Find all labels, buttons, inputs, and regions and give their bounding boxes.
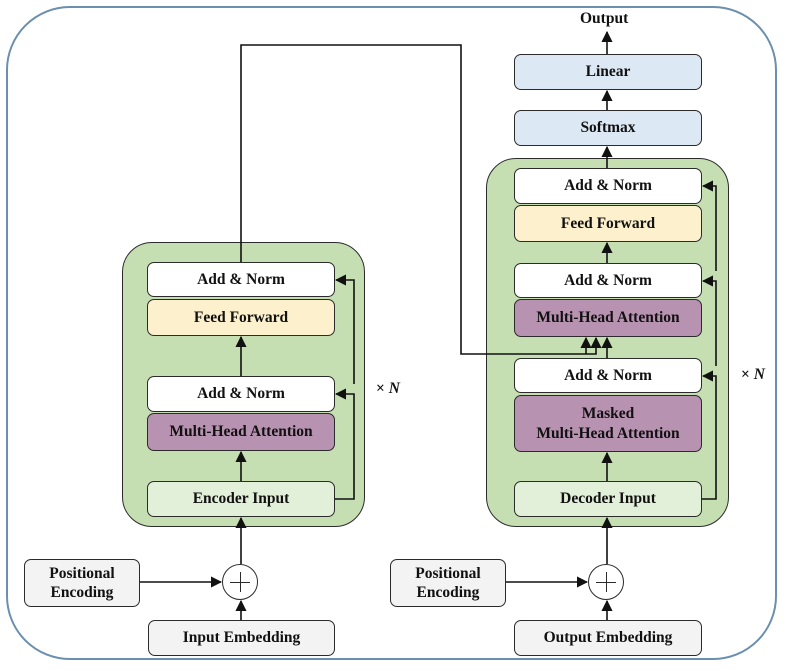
encoder-repeat-symbol: N	[388, 380, 400, 397]
encoder-positional-encoding-line2: Encoding	[50, 584, 114, 601]
decoder-add-operator-icon	[588, 564, 624, 600]
decoder-add-norm-bottom-label: Add & Norm	[564, 366, 652, 384]
decoder-masked-attention-line2: Multi-Head Attention	[536, 424, 680, 442]
linear-box: Linear	[514, 54, 702, 90]
encoder-input: Encoder Input	[147, 481, 335, 517]
encoder-embedding-label: Input Embedding	[182, 629, 301, 647]
softmax-box: Softmax	[514, 110, 702, 146]
encoder-feed-forward-label: Feed Forward	[193, 308, 289, 326]
decoder-repeat-prefix: ×	[741, 366, 750, 383]
encoder-add-norm-bottom: Add & Norm	[147, 376, 335, 412]
decoder-add-norm-top: Add & Norm	[514, 168, 702, 204]
encoder-add-norm-bottom-label: Add & Norm	[197, 385, 285, 403]
encoder-multi-head-attention: Multi-Head Attention	[147, 413, 335, 451]
decoder-input: Decoder Input	[514, 481, 702, 517]
encoder-add-norm-top-label: Add & Norm	[197, 270, 285, 288]
encoder-repeat-label: × N	[376, 380, 400, 398]
encoder-add-norm-top: Add & Norm	[147, 262, 335, 297]
encoder-add-operator-icon	[222, 564, 258, 600]
enc-to-dec-cross	[240, 44, 602, 355]
decoder-feed-forward-label: Feed Forward	[560, 214, 656, 232]
decoder-positional-encoding-line2: Encoding	[416, 584, 480, 601]
encoder-feed-forward: Feed Forward	[147, 299, 335, 336]
decoder-repeat-symbol: N	[753, 366, 765, 383]
decoder-add-norm-top-label: Add & Norm	[564, 177, 652, 195]
decoder-input-label: Decoder Input	[560, 490, 656, 508]
dec-residual-3	[701, 180, 717, 271]
outer-frame	[6, 6, 777, 660]
decoder-output-embedding: Output Embedding	[514, 620, 702, 656]
encoder-repeat-prefix: ×	[376, 380, 385, 397]
encoder-positional-encoding: Positional Encoding	[24, 559, 140, 607]
decoder-cross-attention-label: Multi-Head Attention	[536, 309, 680, 327]
decoder-repeat-label: × N	[741, 366, 765, 384]
dec-residual-1	[701, 370, 717, 500]
decoder-feed-forward: Feed Forward	[514, 205, 702, 242]
decoder-cross-attention: Multi-Head Attention	[514, 299, 702, 337]
encoder-input-label: Encoder Input	[192, 490, 290, 508]
decoder-add-norm-bottom: Add & Norm	[514, 358, 702, 393]
encoder-input-embedding: Input Embedding	[148, 620, 335, 656]
decoder-add-norm-middle-label: Add & Norm	[564, 271, 652, 289]
encoder-attention-label: Multi-Head Attention	[169, 423, 313, 441]
decoder-positional-encoding-line1: Positional	[415, 564, 481, 582]
enc-residual-2	[334, 274, 355, 384]
decoder-add-norm-middle: Add & Norm	[514, 263, 702, 298]
decoder-embedding-label: Output Embedding	[543, 629, 673, 647]
decoder-masked-attention-line1: Masked	[581, 405, 635, 423]
linear-label: Linear	[585, 63, 631, 81]
encoder-positional-encoding-line1: Positional	[49, 564, 115, 582]
decoder-positional-encoding: Positional Encoding	[390, 559, 506, 607]
dec-residual-2	[701, 275, 717, 366]
decoder-masked-attention: Masked Multi-Head Attention	[514, 395, 702, 452]
softmax-label: Softmax	[580, 119, 636, 137]
output-label: Output	[580, 10, 629, 27]
enc-residual-1	[334, 388, 355, 500]
